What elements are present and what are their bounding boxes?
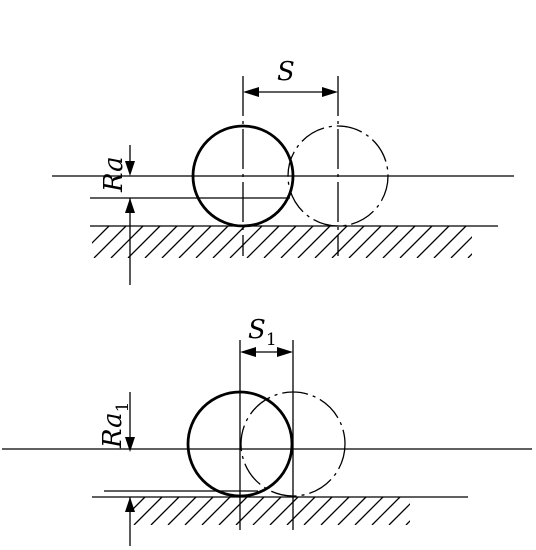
top-hatch-line: [348, 226, 382, 258]
bottom-hatch-line: [371, 497, 401, 525]
bottom-hatch-line: [269, 497, 299, 525]
top-hatch-line: [127, 226, 161, 258]
top-ball-dashed: [287, 125, 389, 227]
bottom-hatch-line: [405, 520, 410, 525]
top-hatch-line: [178, 226, 212, 258]
top-figure: S Ra: [52, 57, 514, 285]
top-spacing-label: S: [277, 57, 295, 87]
top-hatch-line: [399, 226, 433, 258]
bottom-hatch-line: [167, 497, 197, 525]
bottom-hatch-line: [286, 497, 316, 525]
bottom-hatch-line: [337, 497, 367, 525]
top-hatch-line: [144, 226, 178, 258]
top-hatch-line: [246, 226, 280, 258]
bottom-hatch-line: [184, 497, 214, 525]
top-hatch-line: [212, 226, 246, 258]
bottom-spacing-label: S1: [248, 315, 277, 350]
top-hatch-line: [297, 226, 331, 258]
top-hatch-line: [93, 226, 127, 258]
top-surface-hatch: [92, 226, 472, 258]
top-hatch-line: [92, 226, 110, 244]
bottom-hatch-line: [133, 497, 163, 525]
bottom-roughness-label: Ra1: [98, 401, 133, 449]
top-hatch-line: [467, 253, 472, 258]
top-hatch-line: [416, 226, 450, 258]
bottom-roughness-arrow-lower: [125, 497, 135, 512]
bottom-figure: S1 Ra1: [2, 315, 532, 546]
bottom-hatch-line: [354, 497, 384, 525]
top-spacing-arrow-left: [243, 87, 259, 97]
bottom-hatch-line: [388, 503, 410, 525]
top-hatch-line: [161, 226, 195, 258]
bottom-hatch-line: [235, 497, 265, 525]
top-roughness-arrow-lower: [125, 198, 135, 213]
bottom-hatch-line: [201, 497, 231, 525]
top-hatch-line: [110, 226, 144, 258]
top-hatch-line: [229, 226, 263, 258]
bottom-spacing-arrow-right: [277, 347, 293, 357]
top-roughness-arrow-upper: [125, 161, 135, 176]
top-spacing-arrow-right: [322, 87, 338, 97]
top-hatch-line: [314, 226, 348, 258]
bottom-hatch-line: [218, 497, 248, 525]
bottom-hatch-line: [303, 497, 333, 525]
bottom-hatch-line: [320, 497, 350, 525]
bottom-roughness-arrow-upper: [125, 437, 135, 452]
top-ball-solid: [191, 124, 295, 228]
top-hatch-line: [450, 236, 472, 258]
top-hatch-line: [382, 226, 416, 258]
top-hatch-line: [280, 226, 314, 258]
top-hatch-line: [263, 226, 297, 258]
bottom-surface-hatch: [100, 497, 410, 525]
bottom-spacing-arrow-left: [240, 347, 256, 357]
bottom-hatch-line: [150, 497, 180, 525]
top-hatch-line: [365, 226, 399, 258]
bottom-hatch-line: [252, 497, 282, 525]
top-roughness-label: Ra: [99, 156, 129, 193]
top-hatch-line: [195, 226, 229, 258]
bottom-hatch-line: [100, 497, 128, 525]
top-hatch-line: [92, 226, 93, 227]
top-hatch-line: [331, 226, 365, 258]
top-hatch-line: [433, 226, 467, 258]
